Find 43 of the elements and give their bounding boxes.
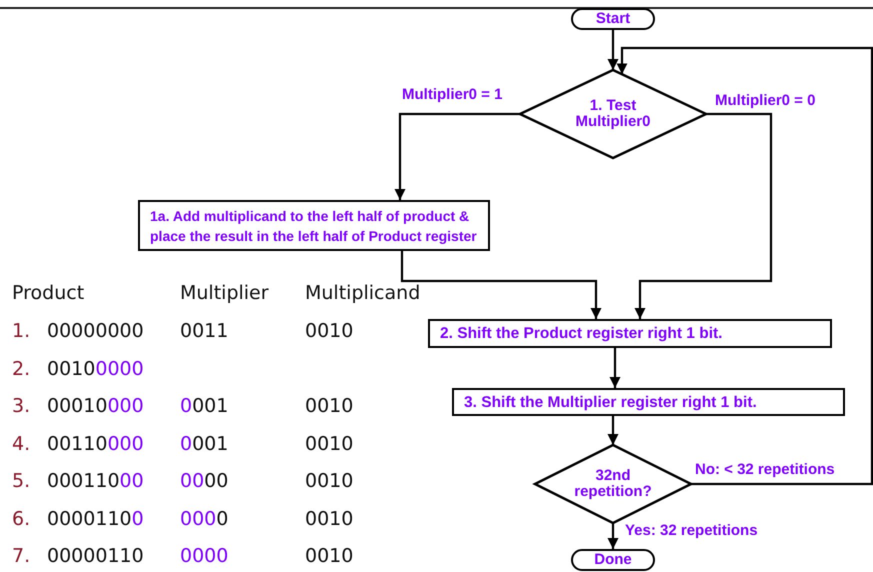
column-header: Multiplier <box>180 281 269 305</box>
binary-value: 0010 <box>305 544 354 568</box>
decision-text: 1. Test Multiplier0 <box>574 98 652 130</box>
decision-text: 32nd repetition? <box>574 468 652 500</box>
binary-value: 0011 <box>180 319 228 343</box>
step-text: 3. Shift the Multiplier register right 1 bit. <box>464 392 757 412</box>
binary-value: 00000110 <box>47 544 144 568</box>
arrow <box>634 112 772 319</box>
terminal-label: Done <box>594 551 632 569</box>
edge-label: Multiplier0 = 0 <box>714 92 816 110</box>
step-number: 2. <box>12 356 30 380</box>
arrow <box>608 30 618 70</box>
arrow <box>394 112 520 200</box>
step-number: 4. <box>12 432 30 456</box>
step-number: 6. <box>12 506 30 530</box>
binary-value: 0010 <box>305 469 354 493</box>
step-text: 2. Shift the Product register right 1 bit. <box>440 324 722 344</box>
terminal-box <box>571 549 655 571</box>
arrow <box>608 416 618 445</box>
step-number: 5. <box>12 469 30 493</box>
binary-value: 0010 <box>305 432 354 456</box>
arrow <box>610 348 620 388</box>
process-box <box>138 200 490 251</box>
binary-value: 0010 <box>305 319 354 343</box>
column-header: Product <box>12 281 84 305</box>
arrow <box>616 46 873 486</box>
binary-value: 0010 <box>305 394 354 418</box>
arrow <box>400 251 602 319</box>
edge-label: Multiplier0 = 1 <box>401 86 504 104</box>
process-box <box>452 388 845 416</box>
binary-value: 0010 <box>305 506 354 530</box>
step-number: 1. <box>12 319 30 343</box>
terminal-label: Start <box>596 10 630 28</box>
arrow <box>608 523 618 549</box>
process-box <box>428 319 832 348</box>
column-header: Multiplicand <box>305 281 420 305</box>
terminal-box <box>571 8 655 30</box>
step-number: 3. <box>12 394 30 418</box>
edge-label: No: < 32 repetitions <box>694 461 836 479</box>
step-number: 7. <box>12 544 30 568</box>
binary-value: 00000000 <box>47 319 144 343</box>
step-text: 1a. Add multiplicand to the left half of product & place the result in the left half of Product register <box>150 206 478 246</box>
edge-label: Yes: 32 repetitions <box>624 522 759 540</box>
